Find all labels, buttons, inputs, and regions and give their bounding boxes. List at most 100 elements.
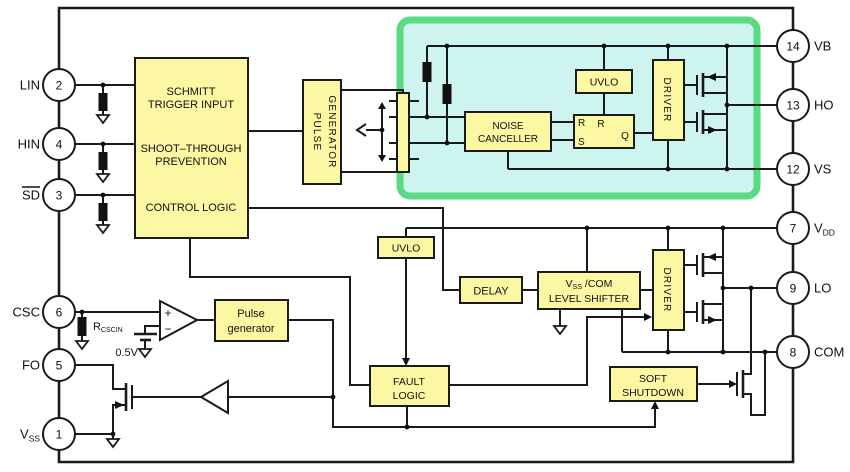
pulse-generator-ls-line2: generator [227,323,274,335]
pin-label-csc: CSC [13,305,40,320]
svg-text:6: 6 [56,306,63,320]
vref-label: 0.5V [115,347,138,359]
pin-hin: 4 [42,127,76,161]
soft-shutdown-block: SOFT SHUTDOWN [609,366,698,402]
pin-label-vdd: VDD [814,221,835,238]
driver-ls-label: DRIVER [661,268,672,313]
pin-label-fo: FO [22,358,40,373]
uvlo-to-fault-arrow-icon [402,358,410,366]
pin-label-hin: HIN [18,137,40,152]
svg-text:3: 3 [56,189,63,203]
hs-output-mosfet-bottom-icon [696,110,717,134]
svg-text:12: 12 [786,163,800,177]
schmitt-line1: SCHMITT [167,86,216,98]
vref-ground-icon [137,348,153,359]
pin-ho: 13 [776,88,810,122]
level-shifter-line2: LEVEL SHIFTER [549,293,630,305]
fault-output-mosfet-icon [115,383,133,411]
fault-buffer-icon [199,379,229,415]
pin-vb: 14 [776,29,810,63]
pin-vs: 12 [776,152,810,186]
uvlo-ls-label: UVLO [392,243,421,255]
latch-r-top-label: R [597,119,604,130]
level-shift-fet-strip-icon [396,92,410,173]
svg-text:2: 2 [56,79,63,93]
pin-vss: 1 [42,417,76,451]
level-shifter-block: VSS /COM LEVEL SHIFTER [537,271,641,310]
svg-text:4: 4 [56,138,63,152]
hin-pulldown-resistor-icon [95,144,111,184]
strip-up-arrow-icon [378,102,386,109]
pin-label-vb: VB [814,39,831,54]
level-shifter-line1: VSS /COM [566,278,613,291]
level-shifter-ground-icon [552,325,568,336]
pin-label-vss: VSS [20,427,40,444]
schmitt-line3: SHOOT–THROUGH [141,143,242,155]
soft-shutdown-line2: SHUTDOWN [622,387,684,399]
strip-down-arrow-icon [378,155,386,162]
pulse-generator-hs-line2: GENERATOR [326,95,337,168]
fault-logic-line1: FAULT [393,376,425,388]
noise-canceller-line2: CANCELLER [478,134,538,145]
pin-sd: 3 [42,178,76,212]
pin-com: 8 [776,335,810,369]
soft-shutdown-mosfet-icon [729,370,745,398]
rs-latch-block: R S R Q [573,114,635,149]
pin-label-lo: LO [814,281,831,296]
pin-fo: 5 [42,348,76,382]
rcscin-label: RCSCIN [93,321,123,334]
uvlo-ls-block: UVLO [377,236,435,259]
driver-hs-block: DRIVER [652,59,685,141]
noise-canceller-line1: NOISE [492,121,523,132]
pin-lin: 2 [42,68,76,102]
soft-shutdown-line1: SOFT [639,373,668,385]
pin-label-vs: VS [814,162,832,177]
pulse-generator-ls-line1: Pulse [237,308,265,320]
vss-ground-icon [105,438,121,449]
sd-pulldown-resistor-icon [95,195,111,235]
comparator-minus-label: − [164,322,171,336]
fault-to-driver-arrow-icon [644,313,652,321]
latch-r-input-label: R [578,118,585,129]
uvlo-hs-label: UVLO [590,77,619,89]
rcscin-resistor-icon [74,317,90,351]
schmitt-line5: CONTROL LOGIC [146,202,237,214]
svg-text:13: 13 [786,99,800,113]
hs-pullup-resistor-1-icon [422,62,432,82]
schmitt-control-block: SCHMITT TRIGGER INPUT SHOOT–THROUGH PREV… [134,57,249,239]
hs-output-mosfet-top-icon [696,73,716,97]
svg-text:1: 1 [56,428,63,442]
pin-csc: 6 [42,295,76,329]
pins-left: 2 4 3 6 5 1 LIN HIN SD CSC FO VSS [13,68,76,451]
pulse-generator-ls-block: Pulse generator [214,299,289,342]
svg-text:9: 9 [790,282,797,296]
noise-canceller-block: NOISE CANCELLER [464,111,552,152]
pulse-generator-hs-block: PULSE GENERATOR [302,79,342,185]
driver-hs-label: DRIVER [661,78,672,123]
to-soft-shutdown-arrow-icon [651,401,659,409]
driver-ls-block: DRIVER [652,249,685,331]
pin-lo: 9 [776,271,810,305]
junction-dots [79,43,768,437]
current-sense-comparator-icon: + − [159,299,200,342]
fault-logic-line2: LOGIC [393,390,426,402]
delay-label: DELAY [473,286,509,298]
latch-q-output-label: Q [621,131,629,142]
svg-text:8: 8 [790,346,797,360]
ls-output-mosfet-top-icon [696,253,716,277]
pin-label-sd: SD [22,188,40,203]
pin-label-ho: HO [814,98,834,113]
fault-logic-block: FAULT LOGIC [369,365,450,407]
schmitt-line2: TRIGGER INPUT [148,99,234,111]
ls-output-mosfet-bottom-icon [696,300,717,324]
schmitt-line4: PREVENTION [155,156,227,168]
svg-text:14: 14 [786,40,800,54]
pulse-generator-hs-line1: PULSE [311,113,322,152]
pins-right: 14 13 12 7 9 8 VB HO VS VDD LO COM [776,29,844,369]
svg-text:5: 5 [56,359,63,373]
uvlo-hs-block: UVLO [575,69,633,94]
latch-s-input-label: S [578,137,585,148]
hs-pullup-resistor-2-icon [442,84,452,104]
